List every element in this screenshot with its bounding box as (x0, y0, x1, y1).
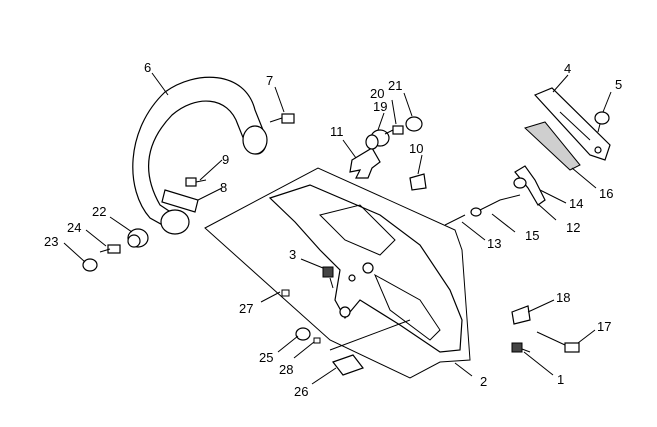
spring-part-15 (470, 207, 482, 217)
callout-27: 27 (239, 301, 253, 316)
callout-28: 28 (279, 362, 293, 377)
washer-part-21 (405, 116, 423, 132)
plug-part-28 (313, 337, 321, 344)
callout-8: 8 (220, 180, 227, 195)
rear-handle-housing (268, 184, 463, 353)
connector-part-10 (409, 173, 427, 191)
callout-13: 13 (487, 236, 501, 251)
callout-11: 11 (330, 124, 344, 139)
callout-7: 7 (266, 73, 273, 88)
callout-25: 25 (259, 350, 273, 365)
callout-4: 4 (564, 61, 571, 76)
seal-part-16 (524, 121, 581, 171)
plug-part-27 (281, 289, 290, 297)
callout-26: 26 (294, 384, 308, 399)
callout-1: 1 (557, 372, 564, 387)
callout-16: 16 (599, 186, 613, 201)
callout-labels: 1 2 3 4 5 6 7 8 9 10 11 12 13 14 15 16 1… (44, 60, 622, 399)
callout-18: 18 (556, 290, 570, 305)
callout-21: 21 (388, 78, 402, 93)
callout-2: 2 (480, 374, 487, 389)
cushion-part-19 (365, 129, 390, 150)
callout-5: 5 (615, 77, 622, 92)
callout-19: 19 (373, 99, 387, 114)
callout-10: 10 (409, 141, 423, 156)
callout-15: 15 (525, 228, 539, 243)
bushing-part-12 (513, 177, 527, 189)
bolt-part-3 (322, 266, 334, 289)
pin-part-13 (444, 214, 466, 226)
callout-23: 23 (44, 234, 58, 249)
bolt-part-24 (99, 244, 121, 254)
callout-3: 3 (289, 247, 296, 262)
clip-part-11 (349, 147, 381, 179)
callout-9: 9 (222, 152, 229, 167)
bolt-part-20 (384, 125, 404, 135)
callout-12: 12 (566, 220, 580, 235)
grommet-part-25 (295, 327, 311, 341)
wire-part-15 (479, 194, 521, 211)
screw-part-7 (269, 113, 295, 124)
label-part-26 (332, 354, 364, 376)
plate-part-18 (511, 305, 531, 325)
callout-20: 20 (370, 86, 384, 101)
trigger-part-14 (514, 165, 546, 206)
grommet-part-22 (127, 228, 149, 248)
callout-24: 24 (67, 220, 81, 235)
callout-17: 17 (597, 319, 611, 334)
lever-part-4 (533, 87, 611, 161)
callout-22: 22 (92, 204, 106, 219)
front-handle-bar (132, 76, 268, 235)
callout-6: 6 (144, 60, 151, 75)
screw-part-9 (185, 177, 207, 187)
nut-part-23 (82, 258, 98, 272)
callout-14: 14 (569, 196, 583, 211)
pin-part-17 (536, 331, 580, 353)
leader-lines (63, 72, 612, 385)
screw-part-5 (594, 111, 610, 133)
assembly-outline (204, 167, 471, 379)
plate-part (161, 189, 199, 213)
bolt-part-1 (511, 342, 531, 353)
